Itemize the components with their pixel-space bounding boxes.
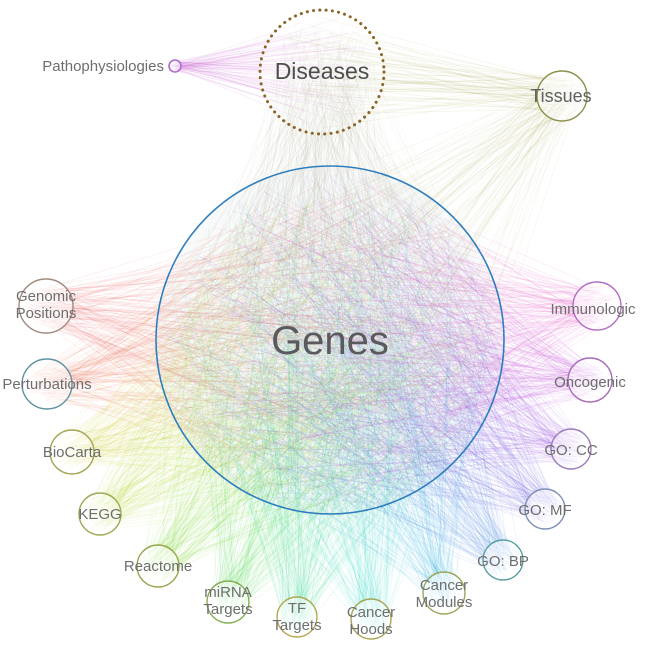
edge-bundle-pathophysiologies--diseases (170, 17, 376, 125)
node-layer: Genes Diseases PathophysiologiesTissuesGen… (2, 8, 636, 640)
edge-bundle-kegg--genes (83, 189, 496, 532)
node-kegg[interactable]: KEGG (78, 492, 122, 536)
go-mf-label: GO: MF (518, 502, 571, 519)
edge-bundle-cancer-hoods--genes (163, 185, 491, 635)
edge-bundle-diseases--genes (168, 20, 495, 507)
genes-label: Genes (271, 319, 389, 363)
edge-bundle-cancer-modules--genes (167, 178, 493, 610)
node-tissues[interactable]: Tissues (530, 70, 592, 122)
biocarta-label: BioCarta (43, 444, 102, 461)
node-biocarta[interactable]: BioCarta (43, 429, 102, 475)
mirna-targets-label: miRNA (204, 584, 252, 601)
node-go-mf[interactable]: GO: MF (518, 488, 572, 530)
mirna-targets-label: Targets (203, 601, 252, 618)
edge-bundle-tissues--diseases (269, 15, 578, 129)
edge-bundle-reactome--genes (140, 185, 492, 584)
perturbations-label: Perturbations (2, 376, 91, 393)
immunologic-circle[interactable] (572, 281, 622, 331)
cancer-modules-label: Cancer (420, 577, 468, 594)
node-reactome[interactable]: Reactome (124, 544, 192, 588)
pathophysiologies-label: Pathophysiologies (42, 58, 164, 75)
edge-bundle-go-cc--genes (177, 189, 586, 490)
node-oncogenic[interactable]: Oncogenic (554, 357, 626, 403)
reactome-circle[interactable] (136, 544, 180, 588)
kegg-circle[interactable] (78, 492, 122, 536)
kegg-label: KEGG (78, 506, 121, 523)
edge-bundle-oncogenic--genes (176, 176, 609, 502)
cancer-modules-label: Modules (416, 594, 473, 611)
node-genes[interactable]: Genes (155, 165, 505, 515)
go-bp-circle[interactable] (482, 539, 524, 581)
node-immunologic[interactable]: Immunologic (550, 281, 636, 331)
edge-bundle-mirna-targets--genes (166, 176, 493, 619)
perturbations-circle[interactable] (21, 358, 73, 410)
edge-bundle-tf-targets--genes (179, 181, 486, 634)
oncogenic-circle[interactable] (567, 357, 613, 403)
edge-layer (24, 15, 616, 635)
cancer-hoods-label: Cancer (347, 604, 395, 621)
mirna-targets-circle[interactable] (206, 580, 250, 624)
diseases-circle[interactable] (258, 8, 386, 136)
reactome-label: Reactome (124, 558, 192, 575)
tissues-label: Tissues (530, 86, 591, 106)
immunologic-label: Immunologic (550, 301, 636, 318)
oncogenic-label: Oncogenic (554, 374, 626, 391)
node-pathophysiologies[interactable]: Pathophysiologies (42, 58, 182, 75)
edge-bundle-tissues--genes (173, 76, 583, 498)
edge-bundle-perturbations--genes (28, 193, 494, 495)
go-bp-label: GO: BP (477, 553, 529, 570)
tissues-circle[interactable] (536, 70, 588, 122)
go-cc-circle[interactable] (550, 428, 592, 470)
tf-targets-label: TF (288, 600, 306, 617)
tf-targets-circle[interactable] (276, 596, 318, 638)
node-perturbations[interactable]: Perturbations (2, 358, 92, 410)
cancer-hoods-label: Hoods (349, 621, 392, 638)
edge-bundle-go-bp--genes (173, 178, 520, 577)
genes-circle[interactable] (155, 165, 505, 515)
edge-bundle-biocarta--genes (55, 191, 491, 507)
edge-bundle-go-mf--genes (164, 173, 562, 526)
edge-bundle-genomic-positions--genes (24, 184, 488, 500)
go-mf-circle[interactable] (524, 488, 566, 530)
genomic-positions-label: Genomic (16, 288, 77, 305)
biocarta-circle[interactable] (49, 429, 95, 475)
diseases-label: Diseases (275, 58, 370, 84)
genomic-positions-label: Positions (16, 305, 77, 322)
go-cc-label: GO: CC (544, 442, 598, 459)
node-go-cc[interactable]: GO: CC (544, 428, 598, 470)
tf-targets-label: Targets (272, 617, 321, 634)
pathophysiologies-circle[interactable] (168, 59, 182, 73)
node-go-bp[interactable]: GO: BP (477, 539, 529, 581)
cancer-modules-circle[interactable] (422, 571, 466, 615)
cancer-hoods-circle[interactable] (350, 598, 392, 640)
node-diseases[interactable]: Diseases (258, 8, 386, 136)
genomic-positions-circle[interactable] (18, 278, 74, 334)
